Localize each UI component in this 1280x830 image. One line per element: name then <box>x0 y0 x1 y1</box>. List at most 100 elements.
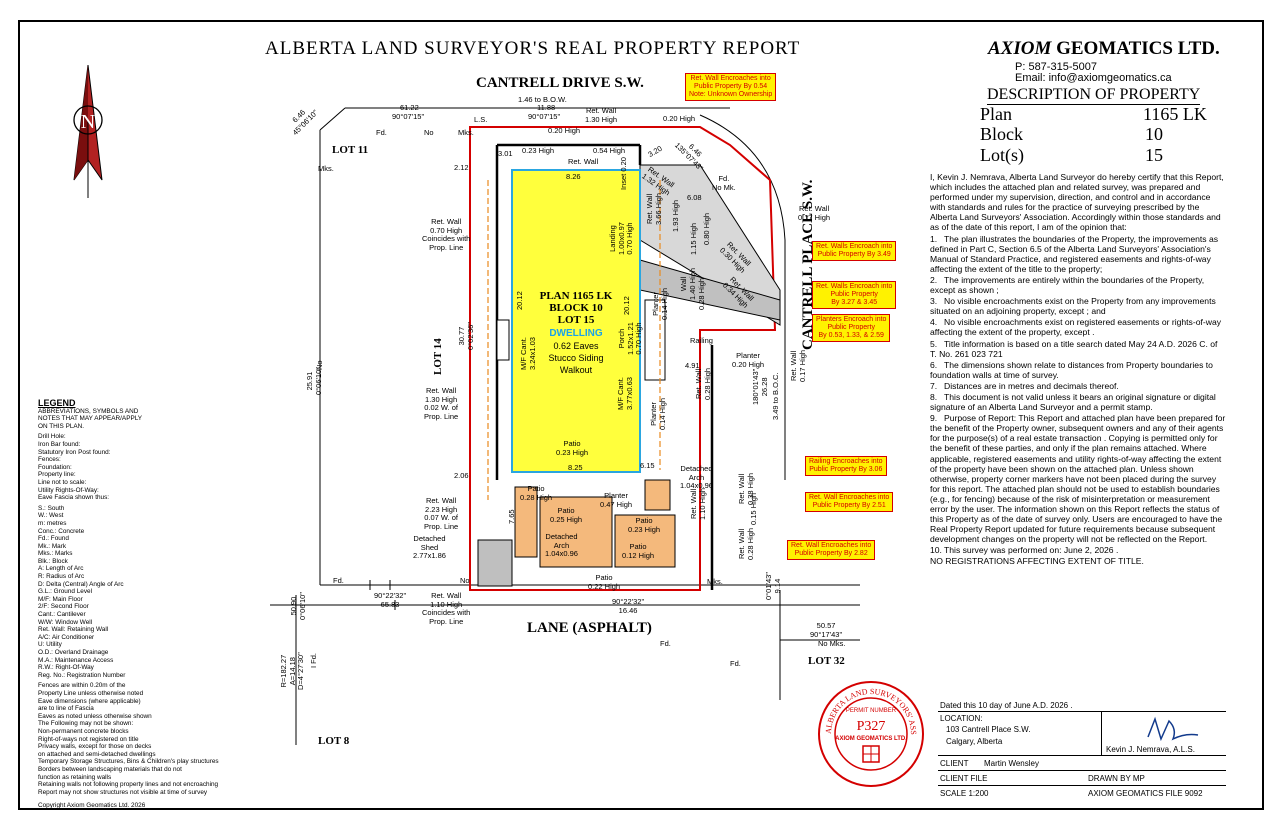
dim-label-patio-025: Patio 0.25 High <box>550 506 583 524</box>
dim-label-b-90-07-15: 90°07'15" <box>392 112 425 121</box>
dim-label-fd3: Fd. <box>660 639 671 648</box>
report-title: ALBERTA LAND SURVEYOR'S REAL PROPERTY RE… <box>265 38 801 59</box>
dim-label-landing: Landing 1.00x0.97 0.70 High <box>608 222 634 255</box>
dim-label-no2: No <box>460 576 470 585</box>
certification-item: 9.Purpose of Report: This Report and att… <box>930 413 1226 544</box>
dim-label-d-5057: 50.57 90°17'43" <box>810 621 843 639</box>
patio-narrow <box>514 486 538 558</box>
legend-subheading: ABBREVIATIONS, SYMBOLS AND NOTES THAT MA… <box>38 407 142 430</box>
certification-item: 6.The dimensions shown relate to distanc… <box>930 360 1226 380</box>
dim-label-planter-020: Planter 0.20 High <box>732 351 765 369</box>
stamp-number: P327 <box>857 719 886 734</box>
legend-note-item: Retaining walls not following property l… <box>38 781 219 789</box>
certification-item-text: Purpose of Report: This Report and attac… <box>930 413 1226 545</box>
company-name: AXIOM GEOMATICS LTD. <box>988 38 1220 60</box>
client-file-label: CLIENT FILE <box>940 774 988 783</box>
dwelling-eaves: 0.62 Eaves <box>553 341 599 351</box>
certification-item-text: No visible encroachments exist on the Pr… <box>930 296 1216 317</box>
dim-label-rw-017b: Ret. Wall 0.17 High <box>789 349 807 382</box>
dim-label-mks-v: Mks. <box>318 164 334 173</box>
red-note-5: Railing Encroaches into Public Property … <box>805 456 887 476</box>
property-line <box>469 126 777 591</box>
dim-label-d-301: 3.01 <box>498 149 513 158</box>
dim-label-patio-022: Patio 0.22 High <box>588 573 621 591</box>
dim-label-b-90-07-15b: 90°07'15" <box>528 112 561 121</box>
dwelling-siding: Stucco Siding <box>548 353 604 363</box>
description-heading: DESCRIPTION OF PROPERTY <box>987 86 1201 105</box>
address-line-1: 103 Cantrell Place S.W. <box>946 725 1031 734</box>
certification-item: 3.No visible encroachments exist on the … <box>930 296 1226 316</box>
lot-label: Lot(s) <box>980 145 1024 165</box>
lot-line-corner-nw <box>319 107 346 131</box>
no-registrations-note: NO REGISTRATIONS AFFECTING EXTENT OF TIT… <box>930 556 1144 567</box>
dim-label-planter-014b: Planter 0.14 High <box>649 397 667 430</box>
certification-item-number: 9. <box>930 413 938 424</box>
dim-label-h-193: 1.93 High <box>671 199 680 232</box>
certification-intro: I, Kevin J. Nemrava, Alberta Land Survey… <box>930 172 1224 233</box>
plan-label: Plan <box>980 104 1013 124</box>
dim-label-rw-366: Ret. Wall 3.66 High <box>645 192 663 225</box>
legend-abbreviation-item: W/W: Window Well <box>38 618 93 626</box>
legend-abbreviation-item: Fd.: Found <box>38 535 69 543</box>
dim-label-rw-110: Ret. Wall 1.10 High <box>689 487 707 520</box>
certification-item-text: No visible encroachments exist on regist… <box>930 317 1222 338</box>
legend-abbreviation-item: D: Delta (Central) Angle of Arc <box>38 580 124 588</box>
lot-14-label: LOT 14 <box>432 338 444 375</box>
legend-symbol-item: Drill Hole: <box>38 433 66 441</box>
dim-label-shed: Detached Shed 2.77x1.86 <box>413 534 446 560</box>
legend-abbreviation-item: m: metres <box>38 519 67 527</box>
dim-label-d-608: 6.08 <box>687 193 702 202</box>
dim-label-d-825: 8.25 <box>568 463 583 472</box>
tb-divider-4 <box>938 785 1226 786</box>
legend-note-item: function as retaining walls <box>38 773 112 781</box>
stamp-inner-ring <box>834 697 908 771</box>
dim-label-fd-nomk: Fd. No Mk. <box>712 174 736 192</box>
dim-label-d-2591: 25.91 0°06'10" <box>305 367 323 395</box>
legend-symbol-item: Statutory Iron Post found: <box>38 448 111 456</box>
dim-label-d-914: 0°01'43" 9.14 <box>764 572 782 600</box>
certification-item: 10.This survey was performed on: June 2,… <box>930 545 1226 555</box>
dim-label-rw-028: Ret. Wall 0.28 High <box>694 367 712 400</box>
certification-item-text: The dimensions shown relate to distances… <box>930 359 1213 380</box>
legend-abbreviation-item: G.L.: Ground Level <box>38 588 92 596</box>
certification-item-number: 4. <box>930 317 938 328</box>
legend-copyright: Copyright Axiom Geomatics Ltd. 2026 <box>38 802 146 810</box>
detached-arch-1 <box>644 479 671 511</box>
dim-label-h-080: 0.80 High <box>702 212 711 245</box>
dim-label-d-2012b: 20.12 <box>622 296 631 315</box>
legend-abbreviation-item: Blk.: Block <box>38 557 68 565</box>
legend-note-item: Non-permanent concrete blocks <box>38 727 129 735</box>
red-note-3: Ret. Walls Encroach into Public Property… <box>812 281 897 309</box>
drawn-by: DRAWN BY MP <box>1088 774 1145 783</box>
legend-note-item: Eaves as noted unless otherwise shown <box>38 712 152 720</box>
cantrell-curve <box>699 114 786 480</box>
title-block: Dated this 10 day of June A.D. 2026 . LO… <box>938 697 1226 802</box>
dim-label-fd4: Fd. <box>730 659 741 668</box>
dim-label-wall-140: Wall 1.40 High <box>679 267 697 300</box>
legend-abbreviation-item: Ret. Wall: Retaining Wall <box>38 626 109 634</box>
legend-abbreviation-item: Mk.: Mark <box>38 542 67 550</box>
legend-symbol-item: Utility Rights-Of-Way: <box>38 486 99 494</box>
legend-abbreviation-item: 2/F: Second Floor <box>38 603 89 611</box>
dim-label-railing: Railing <box>690 336 713 345</box>
client-label: CLIENT <box>940 759 969 768</box>
dim-label-rw-130-w: Ret. Wall 1.30 High 0.02 W. of Prop. Lin… <box>424 386 459 421</box>
dim-label-planter-047: Planter 0.47 High <box>600 491 633 509</box>
dim-label-d-826: 8.26 <box>566 172 581 181</box>
tb-vertical-1 <box>1101 711 1102 755</box>
dim-label-rw-028b: Ret. Wall 0.28 High <box>737 527 755 560</box>
legend-abbreviation-item: O.D.: Overland Drainage <box>38 649 109 656</box>
dim-label-no1: No <box>424 128 434 137</box>
certification-item: 5.Title information is based on a title … <box>930 339 1226 359</box>
dim-label-fd1: Fd. <box>376 128 387 137</box>
legend-heading: LEGEND <box>38 398 76 408</box>
dim-label-d-615: 6.15 <box>640 461 655 470</box>
legend-note-item: Eave dimensions (where applicable) <box>38 697 141 705</box>
legend-symbol-item: Eave Fascia shown thus: <box>38 494 110 502</box>
dim-label-patio-023: Patio 0.23 High <box>556 439 589 457</box>
certification-item-text: Title information is based on a title se… <box>930 338 1218 359</box>
company-name-rest: GEOMATICS LTD. <box>1056 38 1220 59</box>
dim-label-no-v: No <box>315 360 324 370</box>
certification-item-number: 3. <box>930 296 938 307</box>
